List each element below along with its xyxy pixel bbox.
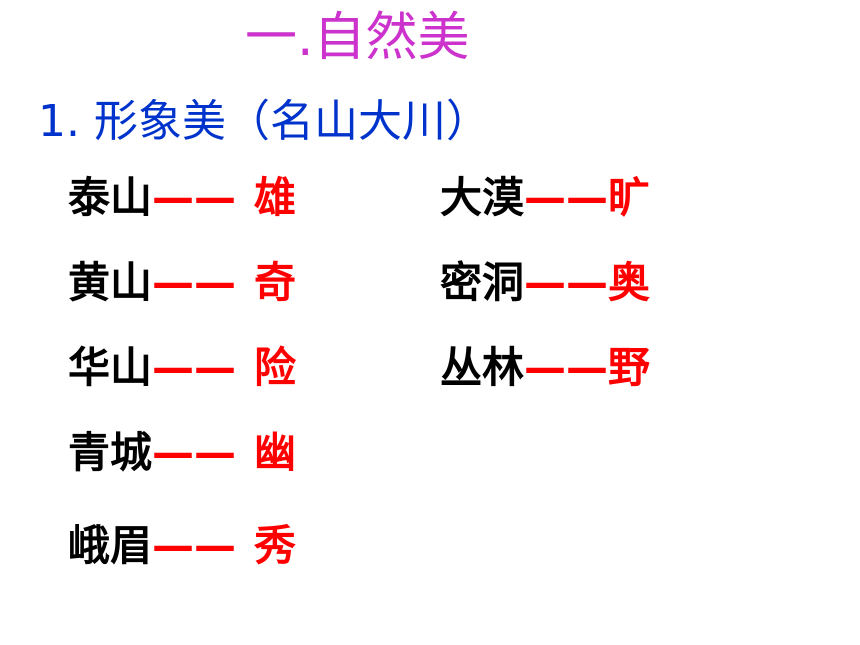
quality-word: 雄 [254, 173, 297, 222]
place-name: 华山 [68, 343, 153, 392]
dash: —— [152, 258, 237, 307]
dash: —— [152, 173, 237, 222]
pair-huangshan: 黄山—— 奇 [68, 257, 296, 309]
dash: —— [524, 343, 609, 392]
place-name: 青城 [68, 428, 153, 477]
dash: —— [524, 258, 609, 307]
quality-word: 旷 [608, 173, 651, 222]
quality-word: 幽 [254, 428, 297, 477]
quality-word: 野 [608, 343, 651, 392]
quality-word: 险 [254, 343, 297, 392]
pair-taishan: 泰山—— 雄 [68, 172, 296, 224]
pair-emei: 峨眉—— 秀 [68, 520, 296, 572]
pair-qingcheng: 青城—— 幽 [68, 427, 296, 479]
place-name: 泰山 [68, 173, 153, 222]
pair-conglin: 丛林——野 [440, 342, 650, 394]
quality-word: 奇 [254, 258, 297, 307]
dash: —— [152, 521, 237, 570]
pair-huashan: 华山—— 险 [68, 342, 296, 394]
dash: —— [152, 343, 237, 392]
quality-word: 秀 [254, 521, 297, 570]
pair-midong: 密洞——奥 [440, 257, 650, 309]
place-name: 黄山 [68, 258, 153, 307]
place-name: 峨眉 [68, 521, 153, 570]
pair-damo: 大漠——旷 [440, 172, 650, 224]
dash: —— [152, 428, 237, 477]
dash: —— [524, 173, 609, 222]
place-name: 密洞 [440, 258, 525, 307]
section-subtitle: 1. 形象美（名山大川） [38, 96, 490, 147]
place-name: 丛林 [440, 343, 525, 392]
place-name: 大漠 [440, 173, 525, 222]
page-title: 一.自然美 [245, 8, 470, 68]
quality-word: 奥 [608, 258, 651, 307]
